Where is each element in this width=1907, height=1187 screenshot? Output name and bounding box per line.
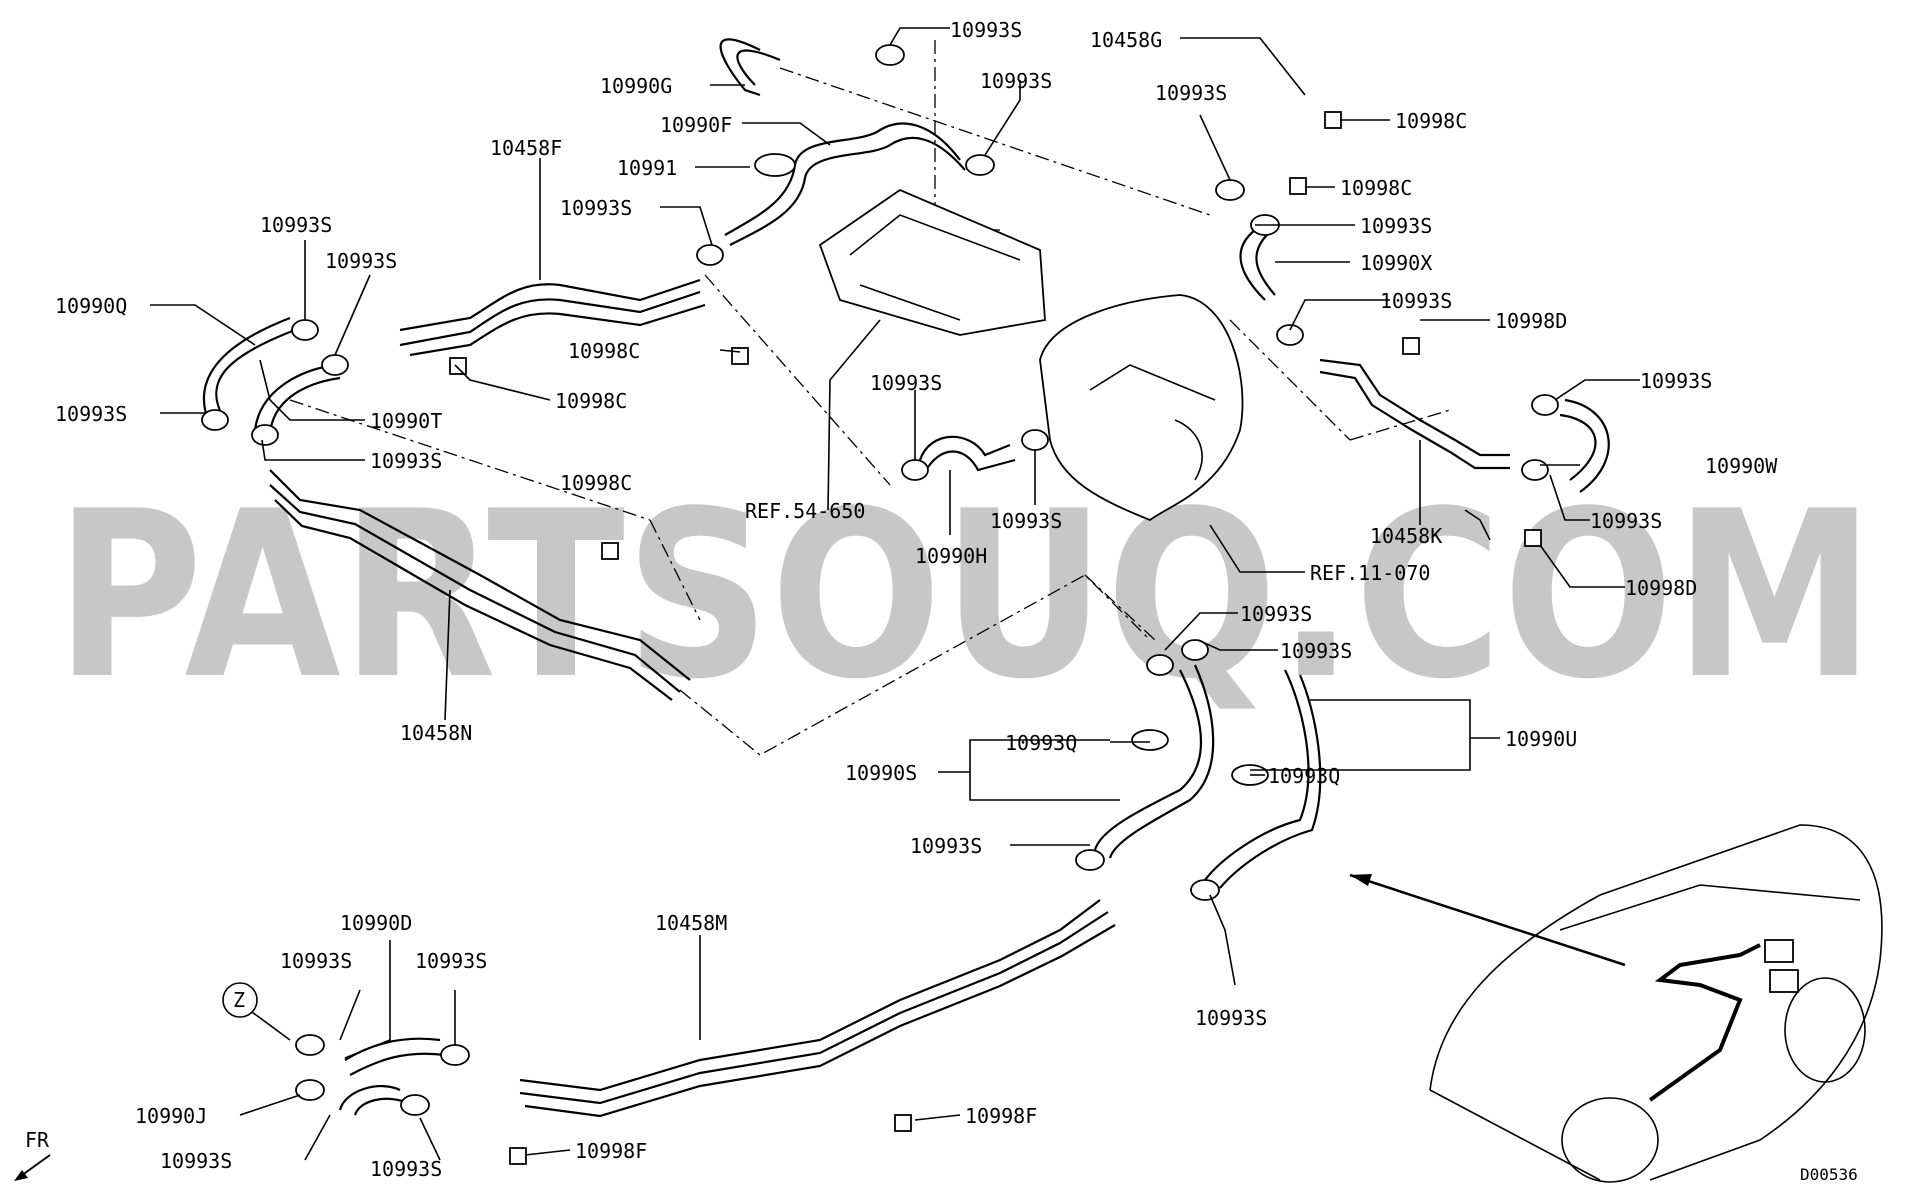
- label-10993Q: 10993Q: [1005, 731, 1077, 755]
- hose-10990G: [719, 38, 781, 97]
- transmission-unit: [1039, 294, 1244, 522]
- label-10998C: 10998C: [1395, 109, 1467, 133]
- label-10998F: 10998F: [575, 1139, 647, 1163]
- label-10993S: 10993S: [260, 213, 332, 237]
- pipe-10458K: [1319, 358, 1510, 470]
- label-10458G: 10458G: [1090, 28, 1162, 52]
- leader-lines: [150, 27, 1640, 1161]
- label-10998D: 10998D: [1625, 576, 1697, 600]
- label-10990H: 10990H: [915, 544, 987, 568]
- label-10993S: 10993S: [280, 949, 352, 973]
- label-10458N: 10458N: [400, 721, 472, 745]
- label-ref-11-070: REF.11-070: [1310, 561, 1430, 585]
- label-10991: 10991: [617, 156, 677, 180]
- label-10993S: 10993S: [415, 949, 487, 973]
- label-10998C: 10998C: [1340, 176, 1412, 200]
- bolts: [449, 111, 1542, 1165]
- label-10990W: 10990W: [1705, 454, 1778, 478]
- part-labels: 10993S 10990G 10458G 10993S 10990F 10993…: [55, 18, 1858, 1184]
- label-10998C: 10998C: [560, 471, 632, 495]
- pipe-10458M: [519, 899, 1116, 1118]
- label-10990G: 10990G: [600, 74, 672, 98]
- label-10993S: 10993S: [990, 509, 1062, 533]
- label-10993S: 10993S: [1380, 289, 1452, 313]
- label-10990Q: 10990Q: [55, 294, 127, 318]
- watermark: PARTSOUQ.COM: [55, 463, 1875, 730]
- front-marker-label: FR: [25, 1128, 50, 1152]
- label-10993S: 10993S: [1640, 369, 1712, 393]
- vehicle-overview: [1349, 824, 1883, 1183]
- inverter-unit: [818, 188, 1046, 336]
- label-10993S: 10993S: [950, 18, 1022, 42]
- label-10458M: 10458M: [655, 911, 727, 935]
- label-10993S: 10993S: [1155, 81, 1227, 105]
- label-10458F: 10458F: [490, 136, 562, 160]
- label-ref-54-650: REF.54-650: [745, 499, 865, 523]
- label-10990X: 10990X: [1360, 251, 1432, 275]
- label-10993S: 10993S: [370, 449, 442, 473]
- label-10993S: 10993S: [55, 402, 127, 426]
- label-10993S: 10993S: [980, 69, 1052, 93]
- label-10993S: 10993S: [1240, 602, 1312, 626]
- reference-lines: [289, 40, 1451, 756]
- label-10993Q: 10993Q: [1268, 764, 1340, 788]
- label-10990T: 10990T: [370, 409, 442, 433]
- label-10990J: 10990J: [135, 1104, 207, 1128]
- label-10990S: 10990S: [845, 761, 917, 785]
- label-10993S: 10993S: [910, 834, 982, 858]
- label-10990F: 10990F: [660, 113, 732, 137]
- label-10993S: 10993S: [160, 1149, 232, 1173]
- hose-10990S: [1093, 664, 1215, 859]
- hose-10990H: [918, 435, 1016, 473]
- label-10993S: 10993S: [1590, 509, 1662, 533]
- circle-marker-label: Z: [233, 988, 245, 1012]
- label-10993S: 10993S: [1195, 1006, 1267, 1030]
- label-10993S: 10993S: [325, 249, 397, 273]
- view-marker-z: Z: [222, 982, 291, 1041]
- clamps: [201, 44, 1559, 1116]
- pipe-10458F: [399, 278, 706, 357]
- label-10998F: 10998F: [965, 1104, 1037, 1128]
- label-10993S: 10993S: [1280, 639, 1352, 663]
- hose-10990D: [344, 1037, 446, 1076]
- label-10998C: 10998C: [555, 389, 627, 413]
- hose-10990Q: [202, 316, 296, 426]
- label-10990U: 10990U: [1505, 727, 1577, 751]
- hose-10990U: [1204, 669, 1322, 889]
- label-10998C: 10998C: [568, 339, 640, 363]
- front-direction-marker: FR: [14, 1128, 51, 1181]
- hose-10990J: [338, 1085, 406, 1116]
- hose-10990W: [1559, 398, 1610, 493]
- hose-10990F: [724, 122, 966, 246]
- label-10458K: 10458K: [1370, 524, 1442, 548]
- label-10993S: 10993S: [1360, 214, 1432, 238]
- pipe-10458N: [269, 469, 691, 701]
- diagram-code: D00536: [1800, 1165, 1858, 1184]
- hose-10990X: [1239, 229, 1276, 301]
- label-10993S: 10993S: [370, 1157, 442, 1181]
- label-10993S: 10993S: [560, 196, 632, 220]
- label-10998D: 10998D: [1495, 309, 1567, 333]
- label-10993S: 10993S: [870, 371, 942, 395]
- label-10990D: 10990D: [340, 911, 412, 935]
